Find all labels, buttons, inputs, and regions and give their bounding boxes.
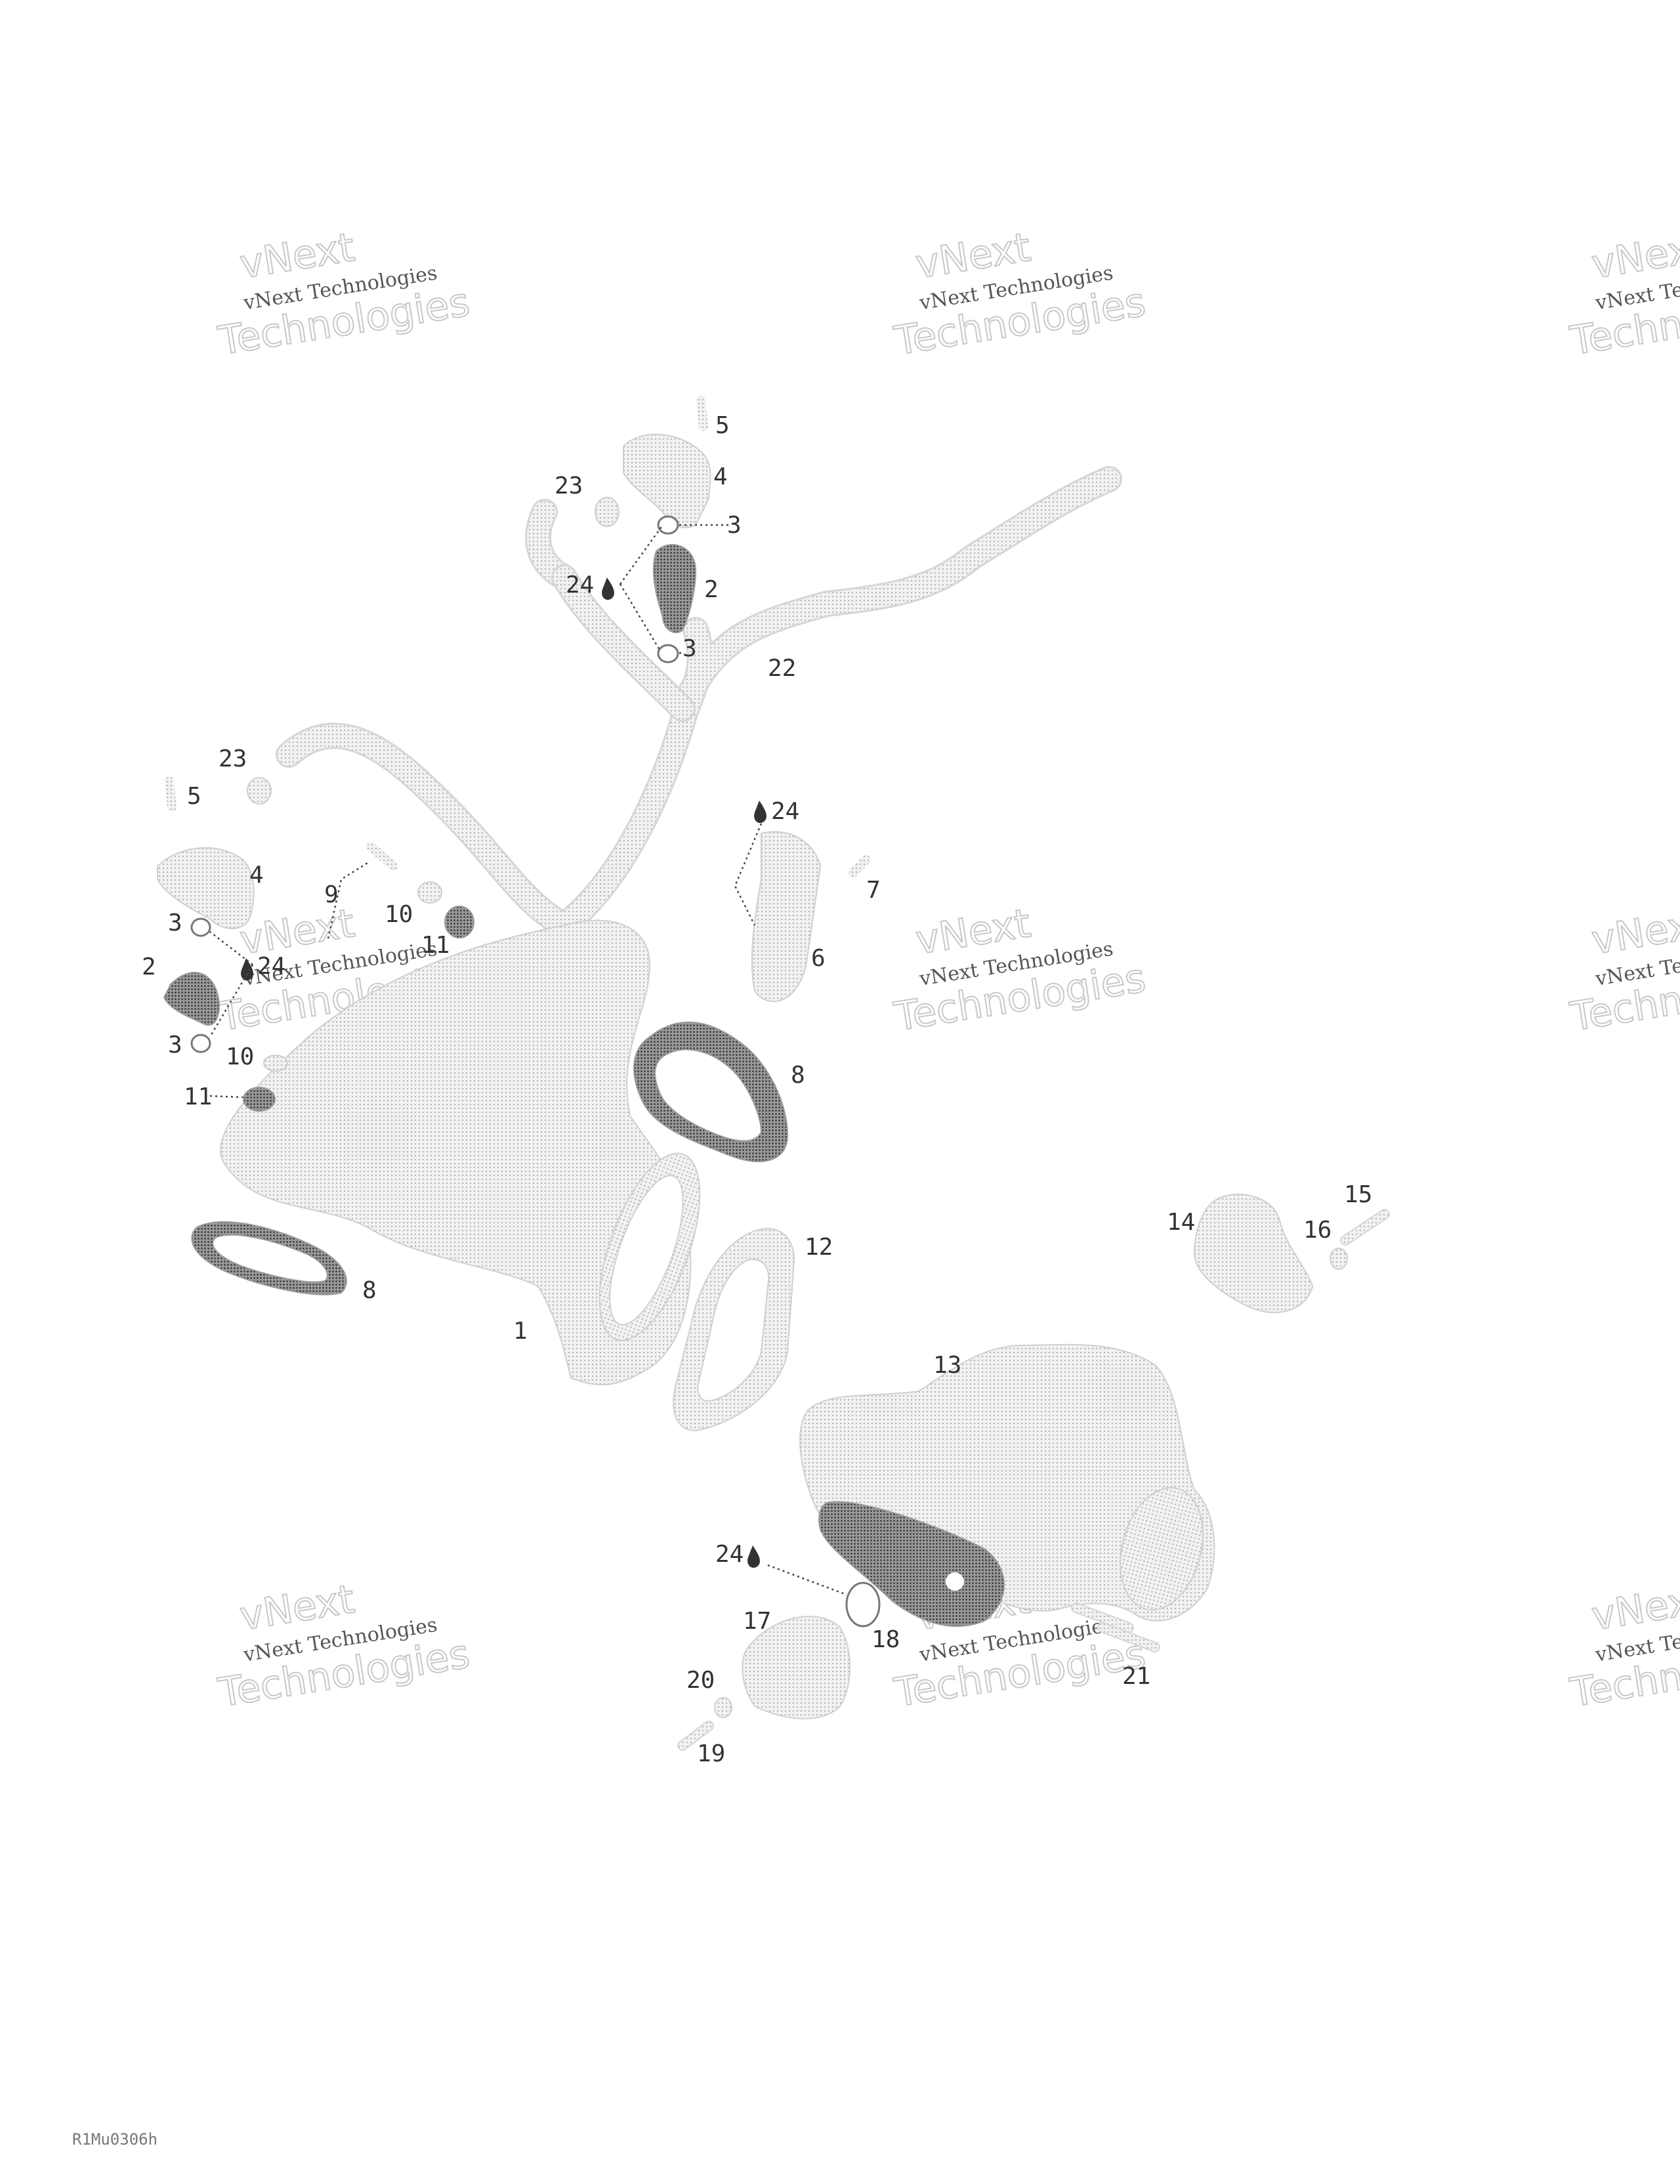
part-3-o-ring-d [190, 1034, 211, 1053]
callout-3: 3 [168, 1032, 182, 1059]
part-14-sensor [1193, 1194, 1314, 1313]
callout-24: 24 [566, 572, 594, 598]
part-24-sealant-sensor [754, 801, 766, 824]
callout-16: 16 [1303, 1217, 1332, 1244]
part-13-throttle-body [799, 1343, 1215, 1627]
callout-6: 6 [811, 945, 826, 972]
part-17-valve [742, 1616, 850, 1719]
callout-21: 21 [1122, 1663, 1150, 1690]
callout-9: 9 [324, 881, 339, 908]
callout-24: 24 [715, 1541, 744, 1568]
throttle-body-bracket [818, 1501, 1005, 1627]
callout-3: 3 [727, 512, 742, 539]
callout-12: 12 [805, 1234, 833, 1261]
watermark: vNext vNext Technologies Technologies [891, 900, 1150, 1041]
callout-11: 11 [421, 932, 450, 959]
callout-24: 24 [257, 953, 285, 980]
leader-lines [209, 524, 847, 1596]
part-19-screw [677, 1721, 714, 1751]
part-23-plug-left [247, 777, 272, 805]
part-24-sealant-valve [747, 1545, 760, 1568]
callout-19: 19 [697, 1740, 725, 1767]
part-21-screws [1071, 1603, 1160, 1652]
part-24-sealant-left [241, 958, 253, 981]
part-22-hose [276, 466, 1122, 938]
part-7-screw [849, 855, 871, 877]
callout-1: 1 [513, 1318, 528, 1345]
part-18-o-ring [845, 1582, 881, 1628]
callout-20: 20 [686, 1667, 715, 1694]
part-4-elbow-left [157, 847, 255, 929]
callout-5: 5 [187, 783, 201, 810]
drawing-code: R1Mu0306h [72, 2130, 158, 2149]
part-2-sensor-left [163, 972, 220, 1026]
watermark: vNext vNext Technologies Technologies [1566, 1576, 1680, 1717]
manifold-outlet-bore [609, 1175, 684, 1326]
part-9-screw [366, 842, 398, 871]
callout-22: 22 [768, 655, 796, 682]
callout-10: 10 [226, 1043, 254, 1070]
watermark: vNext vNext Technologies Technologies [1566, 224, 1680, 365]
callout-layer: 1 2 2 3 3 3 3 4 4 5 5 6 7 8 8 9 10 10 11… [142, 412, 1372, 1767]
part-5-screw-left [165, 776, 177, 812]
part-11-plug-a [444, 906, 474, 938]
part-2-sensor-upper [652, 544, 697, 633]
parts-layer [157, 396, 1390, 1751]
watermark-text: vNext [1589, 1576, 1680, 1640]
part-10-washer-b [263, 1055, 288, 1072]
part-15-screw [1340, 1209, 1390, 1246]
part-3-o-ring-a [657, 515, 679, 535]
callout-15: 15 [1344, 1181, 1372, 1208]
part-6-housing [751, 831, 822, 1002]
part-16-washer [1330, 1248, 1348, 1270]
callout-23: 23 [219, 746, 247, 772]
part-23-plug-upper [595, 497, 620, 527]
part-24-sealant-upper [602, 578, 614, 600]
callout-4: 4 [713, 463, 728, 490]
callout-18: 18 [872, 1626, 900, 1653]
part-3-o-ring-c [190, 917, 211, 937]
watermark-text: vNext [1589, 900, 1680, 964]
watermark: vNext vNext Technologies Technologies [891, 224, 1150, 365]
part-12-gasket [673, 1228, 795, 1432]
part-20-washer [714, 1697, 732, 1718]
part-8-gasket-upper [633, 1021, 789, 1162]
callout-10: 10 [385, 901, 413, 928]
part-10-washer-a [417, 881, 442, 904]
watermark: vNext vNext Technologies Technologies [1566, 900, 1680, 1041]
callout-3: 3 [168, 910, 182, 936]
callout-11: 11 [184, 1083, 212, 1110]
callout-13: 13 [933, 1352, 961, 1379]
watermark-text: vNext [1589, 224, 1680, 288]
callout-23: 23 [555, 472, 583, 499]
part-5-screw-upper [696, 396, 708, 431]
callout-7: 7 [866, 877, 881, 904]
callout-17: 17 [743, 1608, 771, 1635]
bracket-hole [946, 1572, 964, 1591]
throttle-body-bore [1120, 1486, 1204, 1611]
callout-2: 2 [704, 576, 719, 603]
callout-8: 8 [791, 1062, 805, 1089]
part-8-gasket-lower [191, 1221, 347, 1295]
callout-2: 2 [142, 954, 156, 980]
watermark: vNext vNext Technologies Technologies [215, 224, 474, 365]
callout-14: 14 [1167, 1209, 1195, 1236]
callout-4: 4 [249, 862, 264, 889]
part-11-plug-b [243, 1087, 276, 1112]
callout-24: 24 [771, 798, 799, 825]
callout-8: 8 [362, 1277, 377, 1304]
part-1-manifold [220, 919, 701, 1385]
part-4-elbow-upper [623, 433, 711, 528]
callout-5: 5 [715, 412, 730, 439]
watermark: vNext vNext Technologies Technologies [215, 1576, 474, 1717]
callout-3: 3 [682, 635, 697, 662]
part-3-o-ring-b [657, 644, 679, 663]
